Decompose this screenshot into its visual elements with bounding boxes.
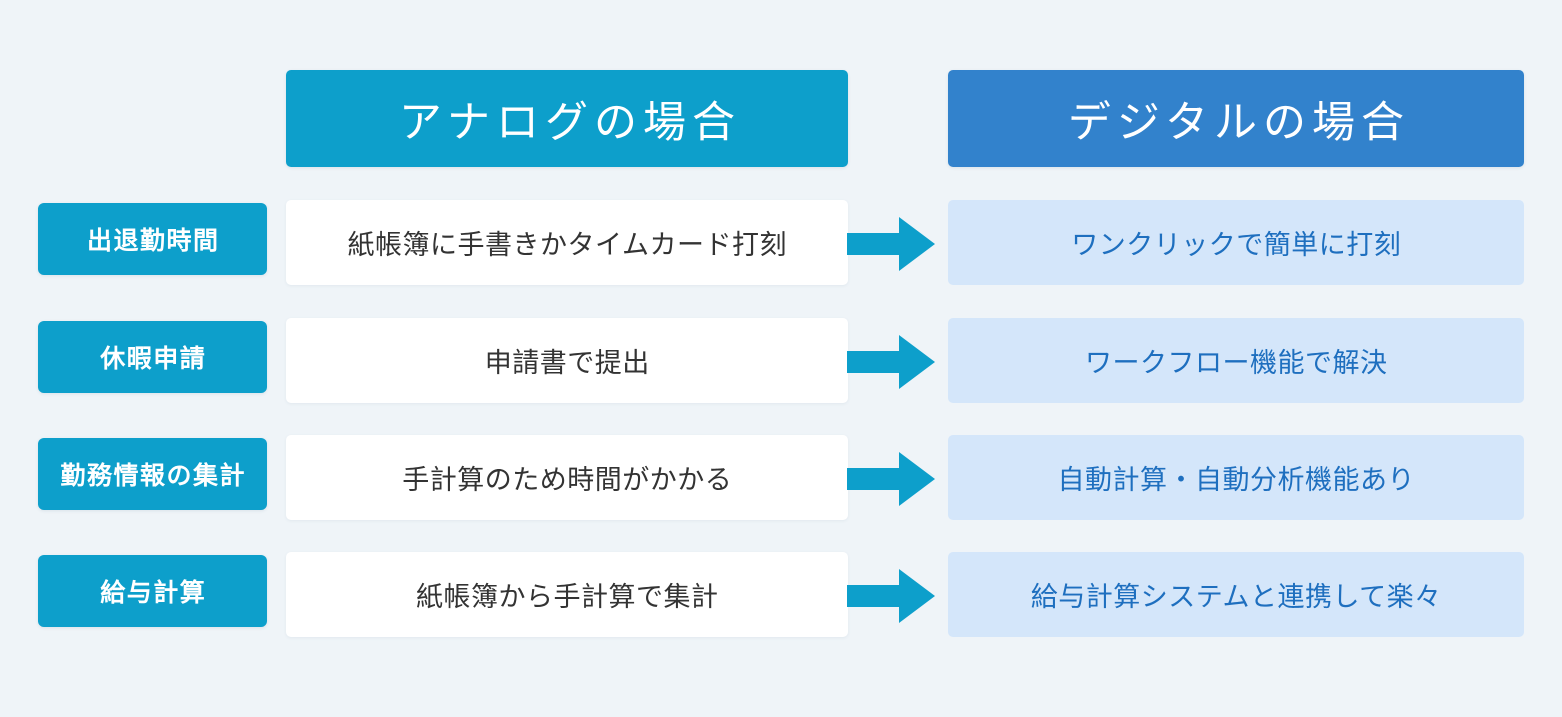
row-label-3: 給与計算	[38, 555, 267, 627]
arrow-right-icon	[847, 567, 935, 625]
table-row: 給与計算 紙帳簿から手計算で集計 給与計算システムと連携して楽々	[0, 552, 1562, 637]
digital-cell-0: ワンクリックで簡単に打刻	[948, 200, 1524, 285]
analog-cell-2: 手計算のため時間がかかる	[286, 435, 848, 520]
column-header-analog: アナログの場合	[286, 70, 848, 167]
digital-cell-2: 自動計算・自動分析機能あり	[948, 435, 1524, 520]
column-header-digital: デジタルの場合	[948, 70, 1524, 167]
digital-cell-1: ワークフロー機能で解決	[948, 318, 1524, 403]
arrow-right-icon	[847, 333, 935, 391]
row-label-2: 勤務情報の集計	[38, 438, 267, 510]
analog-cell-3: 紙帳簿から手計算で集計	[286, 552, 848, 637]
analog-cell-0: 紙帳簿に手書きかタイムカード打刻	[286, 200, 848, 285]
table-row: 勤務情報の集計 手計算のため時間がかかる 自動計算・自動分析機能あり	[0, 435, 1562, 520]
table-row: 休暇申請 申請書で提出 ワークフロー機能で解決	[0, 318, 1562, 403]
digital-cell-3: 給与計算システムと連携して楽々	[948, 552, 1524, 637]
arrow-right-icon	[847, 215, 935, 273]
table-row: 出退勤時間 紙帳簿に手書きかタイムカード打刻 ワンクリックで簡単に打刻	[0, 200, 1562, 285]
row-label-0: 出退勤時間	[38, 203, 267, 275]
arrow-right-icon	[847, 450, 935, 508]
analog-cell-1: 申請書で提出	[286, 318, 848, 403]
row-label-1: 休暇申請	[38, 321, 267, 393]
